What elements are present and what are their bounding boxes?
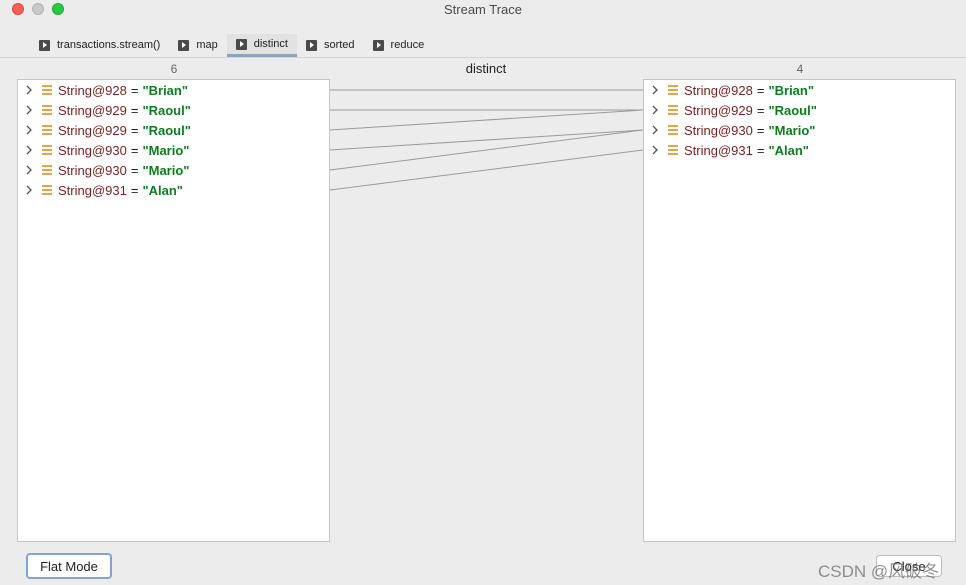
value-row[interactable]: String@930="Mario" <box>18 160 329 180</box>
play-square-icon <box>178 39 190 51</box>
mapping-link <box>329 109 644 131</box>
tab-distinct[interactable]: distinct <box>226 34 297 57</box>
tab-transactions-stream[interactable]: transactions.stream() <box>30 34 169 56</box>
window-title: Stream Trace <box>443 2 523 17</box>
left-count: 6 <box>170 62 178 76</box>
variable-value: "Mario" <box>142 142 190 158</box>
play-square-icon <box>235 38 247 50</box>
equals-sign: = <box>756 102 765 118</box>
left-values-panel[interactable]: String@928="Brian"String@929="Raoul"Stri… <box>17 79 330 542</box>
tab-label: sorted <box>323 39 355 51</box>
mapping-link <box>329 129 644 151</box>
equals-sign: = <box>130 102 139 118</box>
right-count: 4 <box>796 62 804 76</box>
chevron-right-icon[interactable] <box>644 145 666 155</box>
equals-sign: = <box>756 122 765 138</box>
variable-name: String@929 <box>58 122 127 138</box>
variable-name: String@930 <box>684 122 753 138</box>
value-row[interactable]: String@931="Alan" <box>644 140 955 160</box>
field-icon <box>668 85 678 95</box>
variable-name: String@930 <box>58 162 127 178</box>
equals-sign: = <box>756 142 765 158</box>
field-icon <box>668 145 678 155</box>
value-row[interactable]: String@929="Raoul" <box>644 100 955 120</box>
value-row[interactable]: String@929="Raoul" <box>18 100 329 120</box>
equals-sign: = <box>130 122 139 138</box>
tab-label: map <box>196 39 218 51</box>
variable-value: "Alan" <box>768 142 809 158</box>
chevron-right-icon[interactable] <box>18 85 40 95</box>
flat-mode-button[interactable]: Flat Mode <box>26 553 112 579</box>
field-icon <box>42 185 52 195</box>
variable-value: "Raoul" <box>142 102 191 118</box>
field-icon <box>42 105 52 115</box>
value-row[interactable]: String@930="Mario" <box>644 120 955 140</box>
field-icon <box>42 145 52 155</box>
chevron-right-icon[interactable] <box>18 165 40 175</box>
mapping-link <box>329 129 644 171</box>
variable-name: String@930 <box>58 142 127 158</box>
equals-sign: = <box>130 162 139 178</box>
variable-name: String@928 <box>684 82 753 98</box>
close-window-icon[interactable] <box>12 3 24 15</box>
close-button[interactable]: Close <box>876 555 942 577</box>
mapping-link <box>329 149 644 191</box>
field-icon <box>42 85 52 95</box>
play-square-icon <box>39 39 50 51</box>
variable-value: "Alan" <box>142 182 183 198</box>
variable-name: String@931 <box>684 142 753 158</box>
field-icon <box>668 105 678 115</box>
variable-value: "Mario" <box>142 162 190 178</box>
equals-sign: = <box>756 82 765 98</box>
tab-label: reduce <box>390 39 425 51</box>
variable-value: "Brian" <box>768 82 815 98</box>
tab-map[interactable]: map <box>169 34 226 56</box>
tab-bar: transactions.stream() map distinct sorted re… <box>30 34 433 58</box>
right-values-panel[interactable]: String@928="Brian"String@929="Raoul"Stri… <box>643 79 956 542</box>
value-row[interactable]: String@931="Alan" <box>18 180 329 200</box>
value-row[interactable]: String@930="Mario" <box>18 140 329 160</box>
variable-value: "Raoul" <box>142 122 191 138</box>
tab-sorted[interactable]: sorted <box>297 34 364 56</box>
tab-reduce[interactable]: reduce <box>364 34 434 56</box>
variable-value: "Mario" <box>768 122 816 138</box>
equals-sign: = <box>130 182 139 198</box>
watermark: CSDN @风破冬 <box>818 562 940 581</box>
variable-name: String@931 <box>58 182 127 198</box>
play-square-icon <box>305 39 317 51</box>
tab-divider <box>0 57 966 58</box>
variable-value: "Raoul" <box>768 102 817 118</box>
value-row[interactable]: String@928="Brian" <box>18 80 329 100</box>
chevron-right-icon[interactable] <box>644 105 666 115</box>
variable-name: String@928 <box>58 82 127 98</box>
chevron-right-icon[interactable] <box>18 125 40 135</box>
play-square-icon <box>372 39 384 51</box>
chevron-right-icon[interactable] <box>644 125 666 135</box>
equals-sign: = <box>130 142 139 158</box>
minimize-window-icon[interactable] <box>32 3 44 15</box>
variable-name: String@929 <box>684 102 753 118</box>
maximize-window-icon[interactable] <box>52 3 64 15</box>
field-icon <box>668 125 678 135</box>
variable-value: "Brian" <box>142 82 189 98</box>
variable-name: String@929 <box>58 102 127 118</box>
operation-label: distinct <box>465 61 507 76</box>
value-row[interactable]: String@929="Raoul" <box>18 120 329 140</box>
field-icon <box>42 125 52 135</box>
equals-sign: = <box>130 82 139 98</box>
chevron-right-icon[interactable] <box>18 185 40 195</box>
field-icon <box>42 165 52 175</box>
chevron-right-icon[interactable] <box>18 145 40 155</box>
value-row[interactable]: String@928="Brian" <box>644 80 955 100</box>
chevron-right-icon[interactable] <box>644 85 666 95</box>
tab-label: distinct <box>253 38 288 50</box>
tab-label: transactions.stream() <box>57 39 161 51</box>
chevron-right-icon[interactable] <box>18 105 40 115</box>
title-bar: Stream Trace <box>0 0 966 22</box>
